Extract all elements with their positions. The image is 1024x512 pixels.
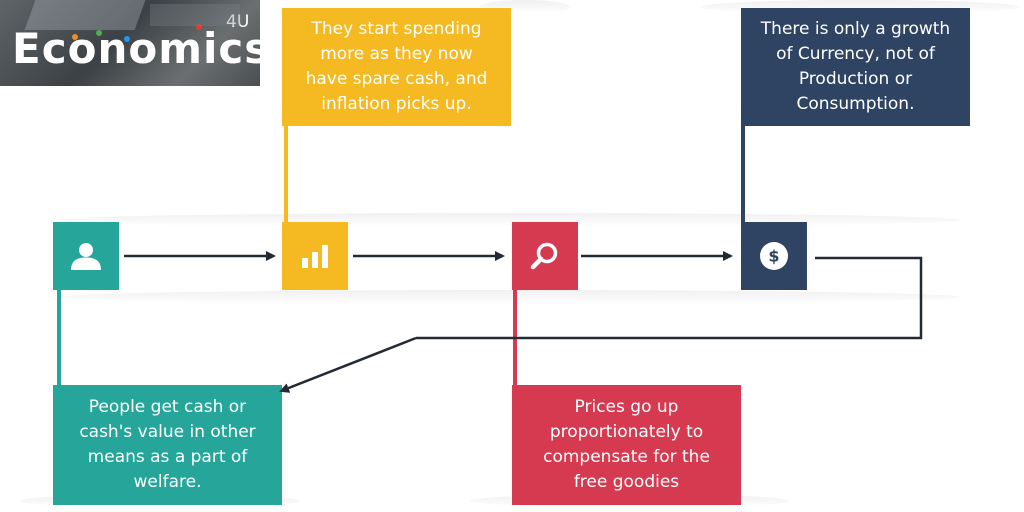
logo-text: Economics (12, 24, 260, 73)
user-icon (71, 243, 101, 270)
bar-chart-icon (302, 245, 328, 268)
logo-dot (96, 30, 102, 36)
step-box-currency: There is only a growth of Currency, not … (741, 8, 970, 126)
step-box-spending: They start spending more as they now hav… (282, 8, 511, 126)
step-box-welfare: People get cash or cash's value in other… (53, 385, 282, 505)
step-text-prices: Prices go up proportionately to compensa… (543, 397, 710, 492)
connector-line-spending (284, 120, 288, 224)
step-icon-box-spending (282, 222, 348, 290)
step-icon-box-welfare (53, 222, 119, 290)
search-icon (530, 242, 558, 270)
step-icon-box-prices (512, 222, 578, 290)
step-text-welfare: People get cash or cash's value in other… (79, 397, 256, 492)
connector-line-currency (741, 120, 745, 224)
logo-dot (124, 36, 130, 42)
step-icon-box-currency: $ (741, 222, 807, 290)
logo-dot (196, 24, 202, 30)
logo-dot (72, 34, 78, 40)
dollar-coin-icon: $ (760, 242, 788, 270)
connector-line-welfare (57, 288, 61, 388)
return-path-line (416, 256, 923, 340)
economics4u-logo: Economics 4U (0, 0, 260, 86)
step-text-spending: They start spending more as they now hav… (305, 19, 488, 114)
shadow-band (60, 290, 960, 304)
step-text-currency: There is only a growth of Currency, not … (760, 19, 951, 114)
svg-text:$: $ (768, 247, 779, 266)
step-box-prices: Prices go up proportionately to compensa… (512, 385, 741, 505)
arrow-return-to-welfare (279, 336, 417, 393)
